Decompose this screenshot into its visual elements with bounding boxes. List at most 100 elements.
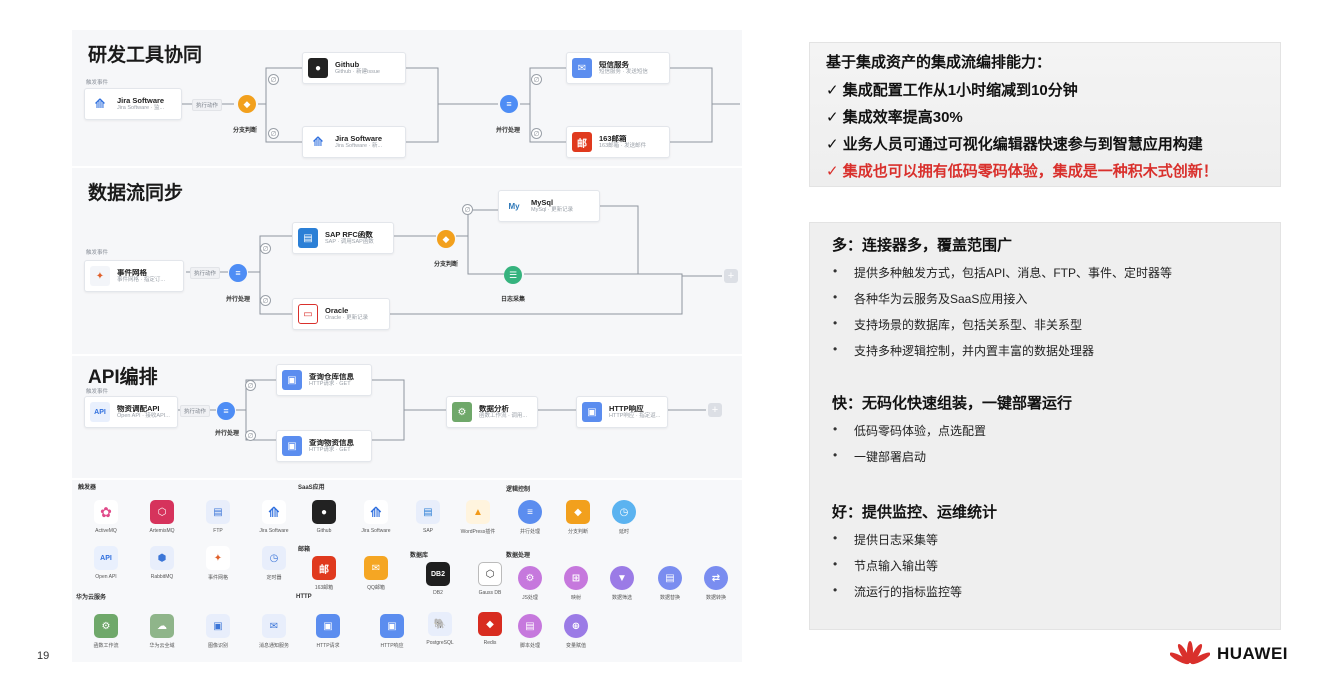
link-icon[interactable]: ∅: [462, 204, 473, 215]
palette-item-jira-2[interactable]: ⟰Jira Software: [352, 500, 400, 534]
palette-item-filter[interactable]: ▼数据筛选: [598, 566, 646, 601]
palette-item-image[interactable]: ▣图像识别: [194, 614, 242, 649]
palette-item-var[interactable]: ⊕变量赋值: [552, 614, 600, 649]
palette-item-artemismq[interactable]: ⬡ArtemisMQ: [138, 500, 186, 534]
function-graph-icon: ⚙: [94, 614, 118, 638]
palette-item-github[interactable]: ●Github: [300, 500, 348, 534]
palette-item-replace[interactable]: ▤数据替换: [646, 566, 694, 601]
branch-icon[interactable]: ◆: [437, 230, 455, 248]
section-title-data-sync: 数据流同步: [88, 183, 184, 204]
link-icon[interactable]: ∅: [260, 295, 271, 306]
feature-list-hao: 提供日志采集等 节点输入输出等 流运行的指标监控等: [832, 531, 1280, 600]
palette-item-qqmail[interactable]: ✉QQ邮箱: [352, 556, 400, 591]
list-item: 支持场景的数据库，包括关系型、非关系型: [832, 316, 1280, 333]
http-response-icon: ▣: [582, 402, 602, 422]
log-collect-icon[interactable]: ☰: [504, 266, 522, 284]
link-icon[interactable]: ∅: [531, 128, 542, 139]
parallel-icon[interactable]: ≡: [500, 95, 518, 113]
palette-category-logic: 逻辑控制: [506, 487, 531, 493]
capability-summary-box: 基于集成资产的集成流编排能力： ✓ 集成配置工作从1小时缩减到10分钟 ✓ 集成…: [809, 42, 1281, 187]
jira-icon: ⟰: [308, 132, 328, 152]
palette-item-script[interactable]: ▤脚本处理: [506, 614, 554, 649]
check-icon: ✓: [826, 136, 839, 153]
palette-item-gauss[interactable]: ⬡Gauss DB: [466, 562, 514, 596]
node-event-grid[interactable]: ✦ 事件网格事件网格 · 指定订...: [84, 260, 184, 292]
features-box: 多：连接器多，覆盖范围广 提供多种触发方式，包括API、消息、FTP、事件、定时…: [809, 222, 1281, 630]
branch-icon[interactable]: ◆: [238, 95, 256, 113]
page-number: 19: [37, 650, 50, 662]
palette-item-funcgraph[interactable]: ⚙函数工作流: [82, 614, 130, 649]
palette-item-timer[interactable]: ◷定时器: [250, 546, 298, 581]
link-icon[interactable]: ∅: [245, 380, 256, 391]
brand-wordmark: HUAWEI: [1217, 644, 1288, 663]
branch-label: 分支判断: [434, 262, 459, 268]
gauss-db-icon: ⬡: [478, 562, 502, 586]
log-collect-label: 日志采集: [501, 297, 526, 303]
palette-item-map[interactable]: ⊞映射: [552, 566, 600, 601]
add-node-icon[interactable]: +: [724, 269, 738, 283]
node-data-analysis[interactable]: ⚙ 数据分析函数工作流 · 调用...: [446, 396, 538, 428]
palette-item-wordpress[interactable]: ▲WordPress插件: [454, 500, 502, 535]
trigger-event-label: 触发事件: [86, 389, 109, 395]
oracle-icon: ▭: [298, 304, 318, 324]
palette-item-js[interactable]: ⚙JS处理: [506, 566, 554, 601]
trigger-event-label: 触发事件: [86, 80, 109, 86]
feature-heading-kuai: 快：无码化快速组装，一键部署运行: [832, 395, 1073, 412]
list-item: 提供多种触发方式，包括API、消息、FTP、事件、定时器等: [832, 264, 1280, 281]
list-item: 提供日志采集等: [832, 531, 1280, 548]
link-icon[interactable]: ∅: [268, 74, 279, 85]
clock-icon: ◷: [612, 500, 636, 524]
parallel-icon[interactable]: ≡: [229, 264, 247, 282]
add-node-icon[interactable]: +: [708, 403, 722, 417]
palette-item-delay[interactable]: ◷延时: [600, 500, 648, 535]
api-icon: API: [94, 546, 118, 570]
qqmail-icon: ✉: [364, 556, 388, 580]
palette-item-jira[interactable]: ⟰Jira Software: [250, 500, 298, 534]
palette-item-sap[interactable]: ▤SAP: [404, 500, 452, 534]
sms-icon: ✉: [262, 614, 286, 638]
palette-item-branch[interactable]: ◆分支判断: [554, 500, 602, 535]
link-icon[interactable]: ∅: [245, 430, 256, 441]
huawei-petals-icon: [1170, 641, 1210, 665]
capability-item: ✓ 业务人员可通过可视化编辑器快速参与到智慧应用构建: [826, 136, 1203, 153]
palette-item-activemq[interactable]: ✿ActiveMQ: [82, 500, 130, 534]
palette-item-hwcloud[interactable]: ☁华为云全域: [138, 614, 186, 649]
palette-category-http: HTTP: [296, 594, 312, 600]
postgresql-icon: 🐘: [428, 612, 452, 636]
palette-item-http-response[interactable]: ▣HTTP响应: [368, 614, 416, 649]
branch-icon: ◆: [566, 500, 590, 524]
link-icon[interactable]: ∅: [531, 74, 542, 85]
event-grid-icon: ✦: [206, 546, 230, 570]
script-icon: ▤: [518, 614, 542, 638]
palette-item-eventgrid[interactable]: ✦事件网格: [194, 546, 242, 581]
palette-item-redis[interactable]: ◆Redis: [466, 612, 514, 646]
palette-item-convert[interactable]: ⇄数据转换: [692, 566, 740, 601]
variable-icon: ⊕: [564, 614, 588, 638]
palette-item-rabbitmq[interactable]: ⬢RabbitMQ: [138, 546, 186, 580]
http-request-icon: ▣: [282, 436, 302, 456]
palette-item-sms[interactable]: ✉消息通知服务: [250, 614, 298, 649]
palette-item-parallel[interactable]: ≡并行处理: [506, 500, 554, 535]
palette-item-postgres[interactable]: 🐘PostgreSQL: [416, 612, 464, 646]
timer-icon: ◷: [262, 546, 286, 570]
palette-item-http-request[interactable]: ▣HTTP请求: [304, 614, 352, 649]
link-icon[interactable]: ∅: [268, 128, 279, 139]
parallel-icon[interactable]: ≡: [217, 402, 235, 420]
palette-item-ftp[interactable]: ▤FTP: [194, 500, 242, 534]
link-icon[interactable]: ∅: [260, 243, 271, 254]
node-sms[interactable]: ✉ 短信服务短信服务 · 发送短信: [566, 52, 670, 84]
